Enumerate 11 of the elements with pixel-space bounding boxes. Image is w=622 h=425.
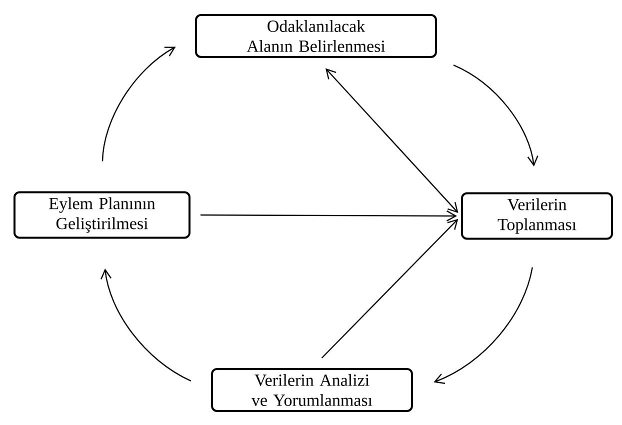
arrow	[200, 210, 457, 222]
process-box: Verilerin Toplanması	[461, 192, 613, 240]
process-box: Verilerin Analizi ve Yorumlanması	[211, 368, 413, 412]
process-box: Odaklanılacak Alanın Belirlenmesi	[195, 14, 437, 58]
arrow	[325, 68, 458, 214]
arrow	[434, 267, 533, 384]
arrow	[100, 268, 192, 382]
arrow	[321, 218, 458, 358]
process-box: Eylem Planının Geliştirilmesi	[14, 191, 190, 239]
arrow	[102, 46, 176, 162]
arrow	[453, 64, 538, 166]
